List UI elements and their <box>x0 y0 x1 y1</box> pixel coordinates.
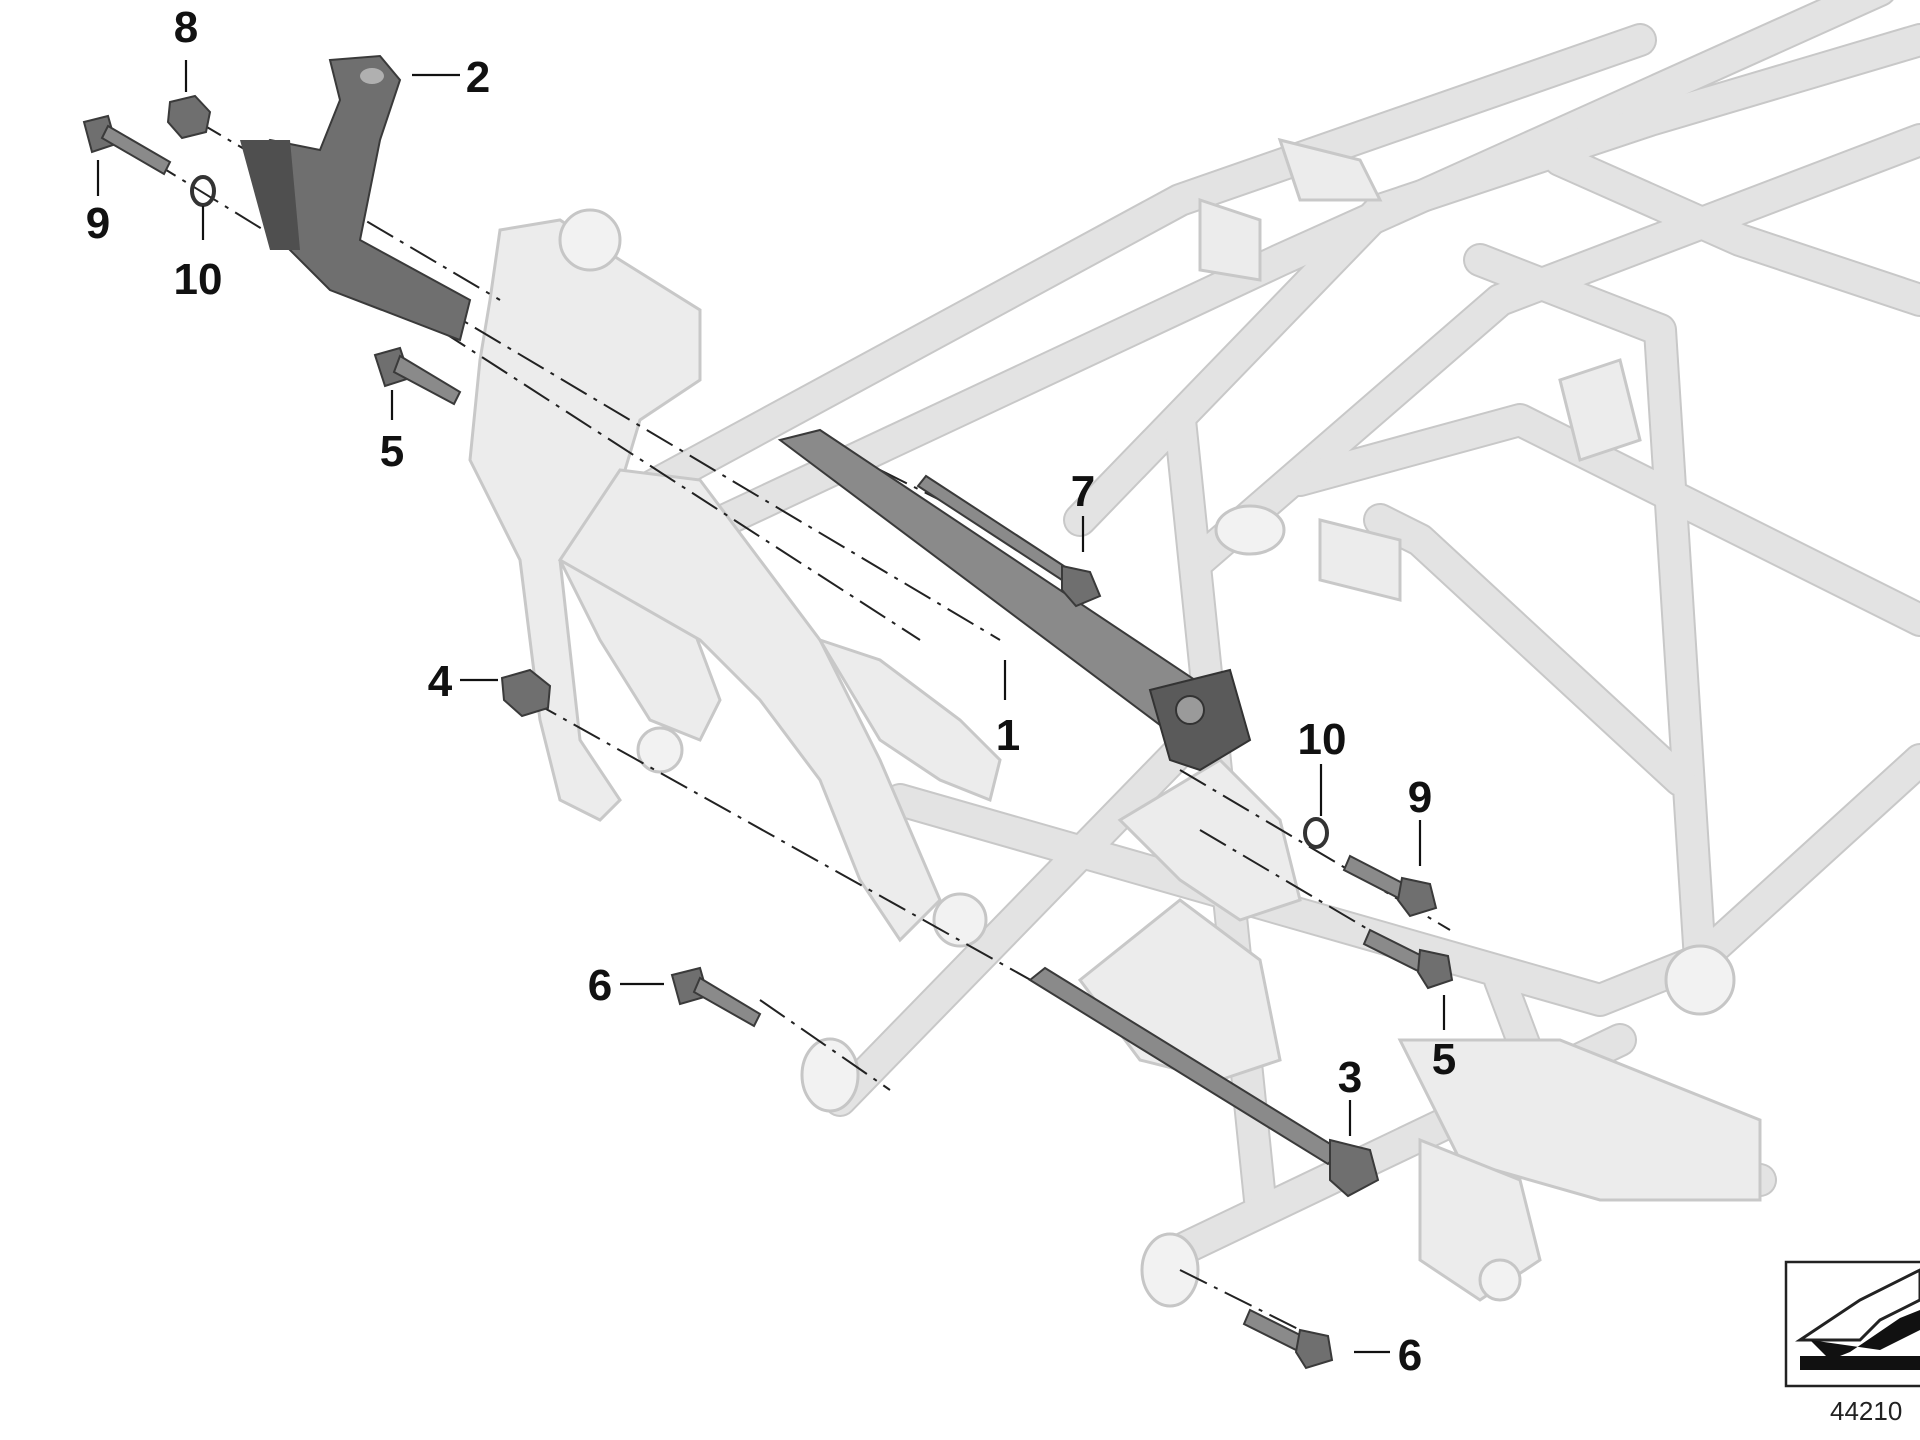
callout-4: 4 <box>428 657 453 706</box>
callout-1: 1 <box>996 711 1020 760</box>
callout-6-right: 6 <box>1398 1331 1422 1380</box>
part-6-bolt-right <box>1242 1308 1334 1370</box>
part-7-stud <box>916 474 1102 608</box>
part-2-bracket <box>240 54 472 342</box>
callout-5-lower: 5 <box>1432 1035 1456 1084</box>
reference-number: 44210 <box>1830 1396 1902 1426</box>
part-9-bolt-left <box>82 114 172 176</box>
part-3-long-bolt <box>1028 966 1380 1198</box>
callout-8: 8 <box>174 3 198 52</box>
part-4-nut <box>500 668 552 718</box>
part-8-nut <box>166 94 212 140</box>
motorcycle-frame-illustration <box>468 0 1920 1308</box>
callout-2: 2 <box>466 53 490 102</box>
callout-labels: 1 2 3 4 5 5 6 6 7 8 9 9 10 10 <box>86 3 1456 1380</box>
part-5-bolt-lower <box>1362 928 1454 990</box>
callout-9-right: 9 <box>1408 773 1432 822</box>
part-6-bolt-left <box>670 966 762 1028</box>
callout-10-right: 10 <box>1298 715 1347 764</box>
orientation-arrow-icon <box>1784 1260 1920 1388</box>
part-1-cross-tube <box>777 428 1252 772</box>
callout-5-upper: 5 <box>380 427 404 476</box>
part-10-washer-right <box>1303 817 1329 849</box>
callout-3: 3 <box>1338 1053 1362 1102</box>
callout-leader-lines <box>96 60 1446 1354</box>
part-9-bolt-right <box>1342 854 1438 918</box>
part-5-bolt-upper <box>373 346 462 406</box>
part-10-washer-left <box>190 175 216 207</box>
callout-9-left: 9 <box>86 199 110 248</box>
callout-10-left: 10 <box>174 255 223 304</box>
callout-7: 7 <box>1071 467 1095 516</box>
highlighted-parts <box>82 54 1454 1370</box>
callout-6-left: 6 <box>588 961 612 1010</box>
